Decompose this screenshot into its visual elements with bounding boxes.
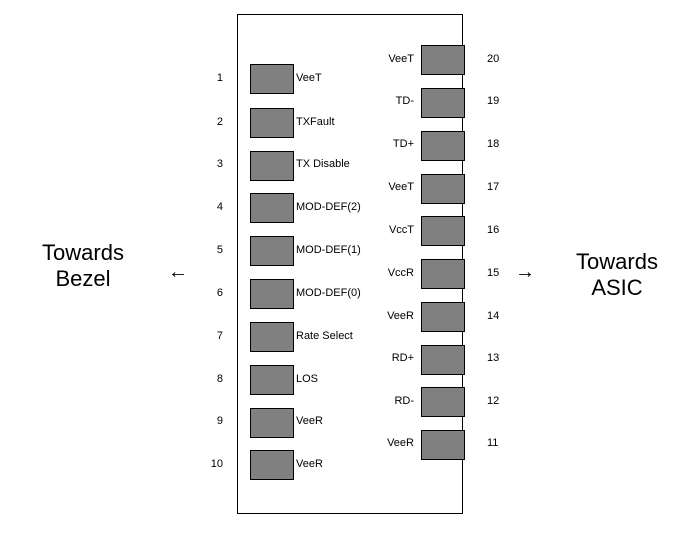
towards-bezel-line1: Towards [42, 240, 124, 265]
pin-pad [250, 193, 294, 223]
pin-pad [421, 259, 465, 289]
pin-signal-label: VeeT [388, 181, 414, 193]
pin-pad [250, 279, 294, 309]
pin-number: 16 [487, 224, 500, 236]
pin-pad [421, 174, 465, 204]
pin-signal-label: TXFault [296, 116, 335, 128]
towards-asic-label: Towards ASIC [562, 249, 672, 301]
pin-pad [250, 322, 294, 352]
pin-pad [421, 302, 465, 332]
pin-signal-label: TX Disable [296, 158, 350, 170]
pin-pad [250, 108, 294, 138]
pin-pad [421, 131, 465, 161]
pin-pad [421, 345, 465, 375]
pin-number: 3 [216, 158, 223, 170]
right-arrow-icon: → [515, 261, 535, 283]
pin-signal-label: VeeR [296, 415, 323, 427]
pin-signal-label: VccT [388, 224, 414, 236]
pin-pad [421, 216, 465, 246]
pin-number: 6 [216, 287, 223, 299]
pin-number: 12 [487, 395, 500, 407]
pin-signal-label: MOD-DEF(0) [296, 287, 361, 299]
pin-number: 10 [210, 458, 223, 470]
pin-number: 8 [216, 373, 223, 385]
pin-pad [250, 151, 294, 181]
pin-number: 13 [487, 352, 500, 364]
pin-number: 15 [487, 267, 500, 279]
pin-number: 14 [487, 310, 500, 322]
pin-signal-label: MOD-DEF(1) [296, 244, 361, 256]
pin-pad [250, 236, 294, 266]
pin-signal-label: RD+ [391, 352, 414, 364]
pin-number: 11 [487, 437, 499, 449]
pin-number: 5 [216, 244, 223, 256]
pin-number: 7 [216, 330, 223, 342]
pin-signal-label: Rate Select [296, 330, 353, 342]
pin-signal-label: TD+ [392, 138, 414, 150]
towards-bezel-label: Towards Bezel [28, 240, 138, 292]
pin-pad [421, 387, 465, 417]
pin-signal-label: VeeT [296, 72, 322, 84]
pin-pad [250, 450, 294, 480]
pin-number: 20 [487, 53, 500, 65]
pin-signal-label: VeeT [388, 53, 414, 65]
pin-number: 19 [487, 95, 500, 107]
pin-signal-label: LOS [296, 373, 319, 385]
pin-number: 2 [216, 116, 223, 128]
pin-pad [421, 45, 465, 75]
pin-signal-label: VeeR [387, 437, 414, 449]
pin-pad [250, 408, 294, 438]
left-arrow-icon: ← [168, 261, 188, 283]
pin-signal-label: VccR [387, 267, 414, 279]
towards-bezel-line2: Bezel [55, 266, 111, 291]
pin-number: 18 [487, 138, 500, 150]
pin-signal-label: TD- [395, 95, 414, 107]
pin-number: 1 [216, 72, 223, 84]
pin-pad [250, 365, 294, 395]
pin-pad [421, 430, 465, 460]
towards-asic-line2: ASIC [591, 275, 643, 300]
pin-signal-label: VeeR [387, 310, 414, 322]
pin-signal-label: RD- [394, 395, 414, 407]
pin-number: 4 [216, 201, 223, 213]
pin-pad [421, 88, 465, 118]
pin-signal-label: MOD-DEF(2) [296, 201, 361, 213]
pin-pad [250, 64, 294, 94]
pin-number: 9 [216, 415, 223, 427]
pin-number: 17 [487, 181, 500, 193]
pin-signal-label: VeeR [296, 458, 323, 470]
towards-asic-line1: Towards [576, 249, 658, 274]
